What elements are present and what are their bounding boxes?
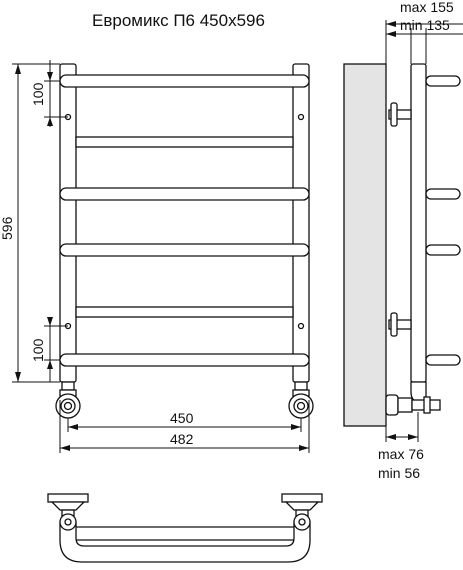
mount-hole-top-right (297, 113, 305, 121)
u-pipe-outer (59, 522, 311, 563)
rung-4 (59, 243, 310, 257)
rung-1 (59, 74, 310, 88)
depth-min-bottom-label: min 56 (378, 465, 421, 481)
side-rung-3 (425, 244, 461, 256)
side-bracket-top (388, 102, 412, 127)
top-offset-label: 100 (30, 82, 46, 106)
right-fitting (288, 381, 314, 419)
side-rung-2 (425, 188, 461, 200)
side-rung-4 (425, 354, 461, 366)
bottom-offset-label: 100 (30, 338, 46, 362)
u-pipe-inner (75, 522, 295, 547)
rung-6 (59, 353, 310, 367)
mount-hole-bottom-right (297, 322, 305, 330)
front-view (55, 63, 314, 419)
rung-3 (59, 187, 310, 201)
right-vertical-pipe (292, 63, 310, 383)
left-fitting (55, 381, 81, 419)
width-overall-label: 482 (170, 431, 194, 447)
side-top-dimension (385, 20, 463, 64)
bottom-view-left-valve (47, 493, 89, 531)
height-total-label: 596 (0, 216, 15, 240)
side-bracket-bottom (388, 312, 412, 337)
side-rung-1 (425, 75, 461, 87)
side-bottom-dimension (385, 412, 419, 442)
depth-max-bottom-label: max 76 (378, 446, 424, 462)
depth-max-top-label: max 155 (400, 0, 454, 15)
left-vertical-pipe (59, 63, 77, 383)
rung-2 (75, 136, 294, 148)
bottom-view-right-valve (281, 493, 323, 531)
rung-5 (75, 306, 294, 318)
width-axis-label: 450 (170, 410, 194, 426)
side-vertical-pipe (410, 63, 427, 383)
depth-min-top-label: min 135 (400, 17, 450, 33)
side-connection (385, 381, 441, 416)
side-view (343, 20, 463, 442)
front-dimensions (12, 60, 310, 453)
drawing-title: Евромикс П6 450х596 (92, 11, 265, 30)
bottom-view (47, 493, 323, 563)
wall-block (343, 63, 387, 427)
